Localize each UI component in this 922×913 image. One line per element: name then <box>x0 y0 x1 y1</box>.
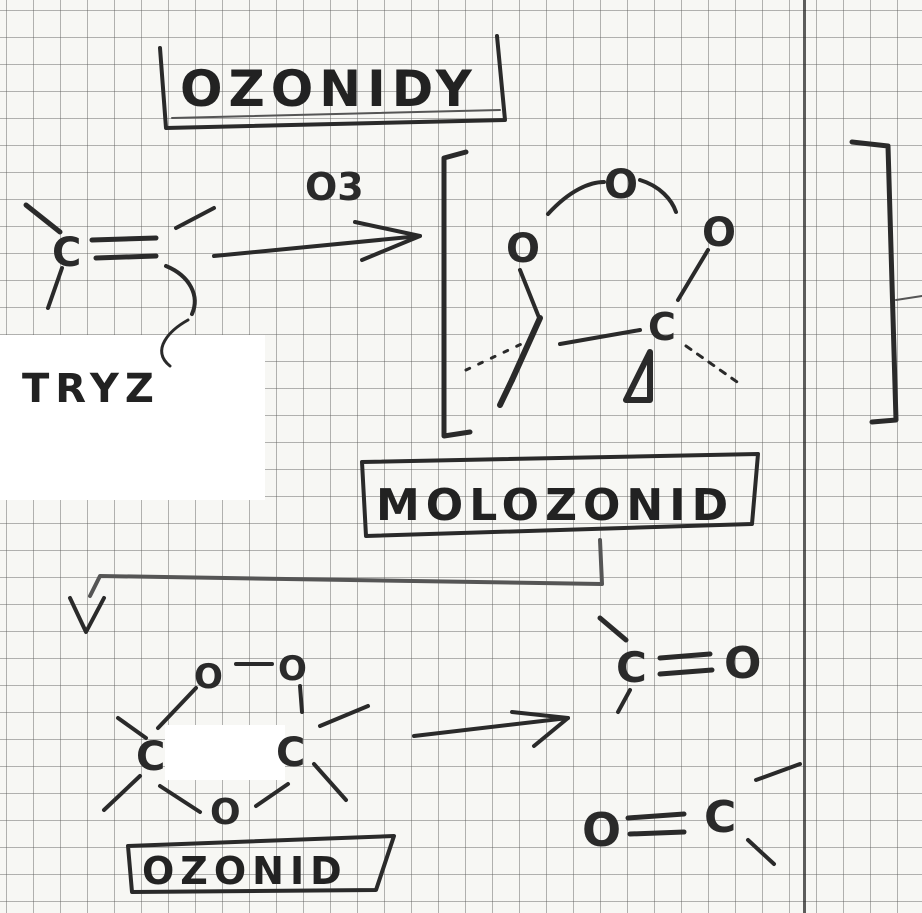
ozonide-oxygen-bottom: O <box>210 792 241 833</box>
reagent-label: O3 <box>305 165 364 209</box>
molozonide-box: MOLOZONID <box>360 452 760 538</box>
carbonyl-carbon-atom: C <box>616 643 647 692</box>
title-label: OZONIDY <box>180 60 478 118</box>
alkene-structure: C <box>23 202 216 368</box>
ozonide-box: OZONID <box>126 834 396 894</box>
carbonyl2-oxygen-atom: O <box>582 803 621 857</box>
product-arrow <box>412 710 570 748</box>
carbon-atom-right: C <box>648 305 676 349</box>
note-label: TRYZ <box>22 366 160 412</box>
side-note: TRYZ <box>22 366 160 412</box>
ozonide-oxygen-top-right: O <box>278 649 307 689</box>
oxygen-atom-top: O <box>604 162 638 208</box>
redaction-patch <box>0 335 265 500</box>
carbonyl-product: C O <box>597 615 761 714</box>
oxygen-atom-left: O <box>506 226 540 272</box>
reagent-arrow: O3 <box>212 165 422 262</box>
ozonide-oxygen-top-left: O <box>194 657 223 697</box>
ozonide-label: OZONID <box>142 849 348 893</box>
molozonide-label: MOLOZONID <box>376 480 734 531</box>
carbonyl-oxygen-atom: O <box>724 638 761 689</box>
carbonyl2-carbon-atom: C <box>704 792 736 843</box>
carbonyl-product-second: O C <box>582 762 802 866</box>
rearrangement-arrow <box>68 538 604 634</box>
margin-line <box>803 0 806 913</box>
title-box: OZONIDY <box>158 34 507 130</box>
redaction-patch <box>165 725 285 780</box>
ozonide-carbon-right: C <box>276 730 305 776</box>
molozonide-structure: O O O C <box>441 139 922 439</box>
ozonide-carbon-left: C <box>136 734 165 780</box>
ozonide-structure: O O C C O <box>102 649 370 833</box>
alkene-carbon-atom: C <box>52 230 81 276</box>
